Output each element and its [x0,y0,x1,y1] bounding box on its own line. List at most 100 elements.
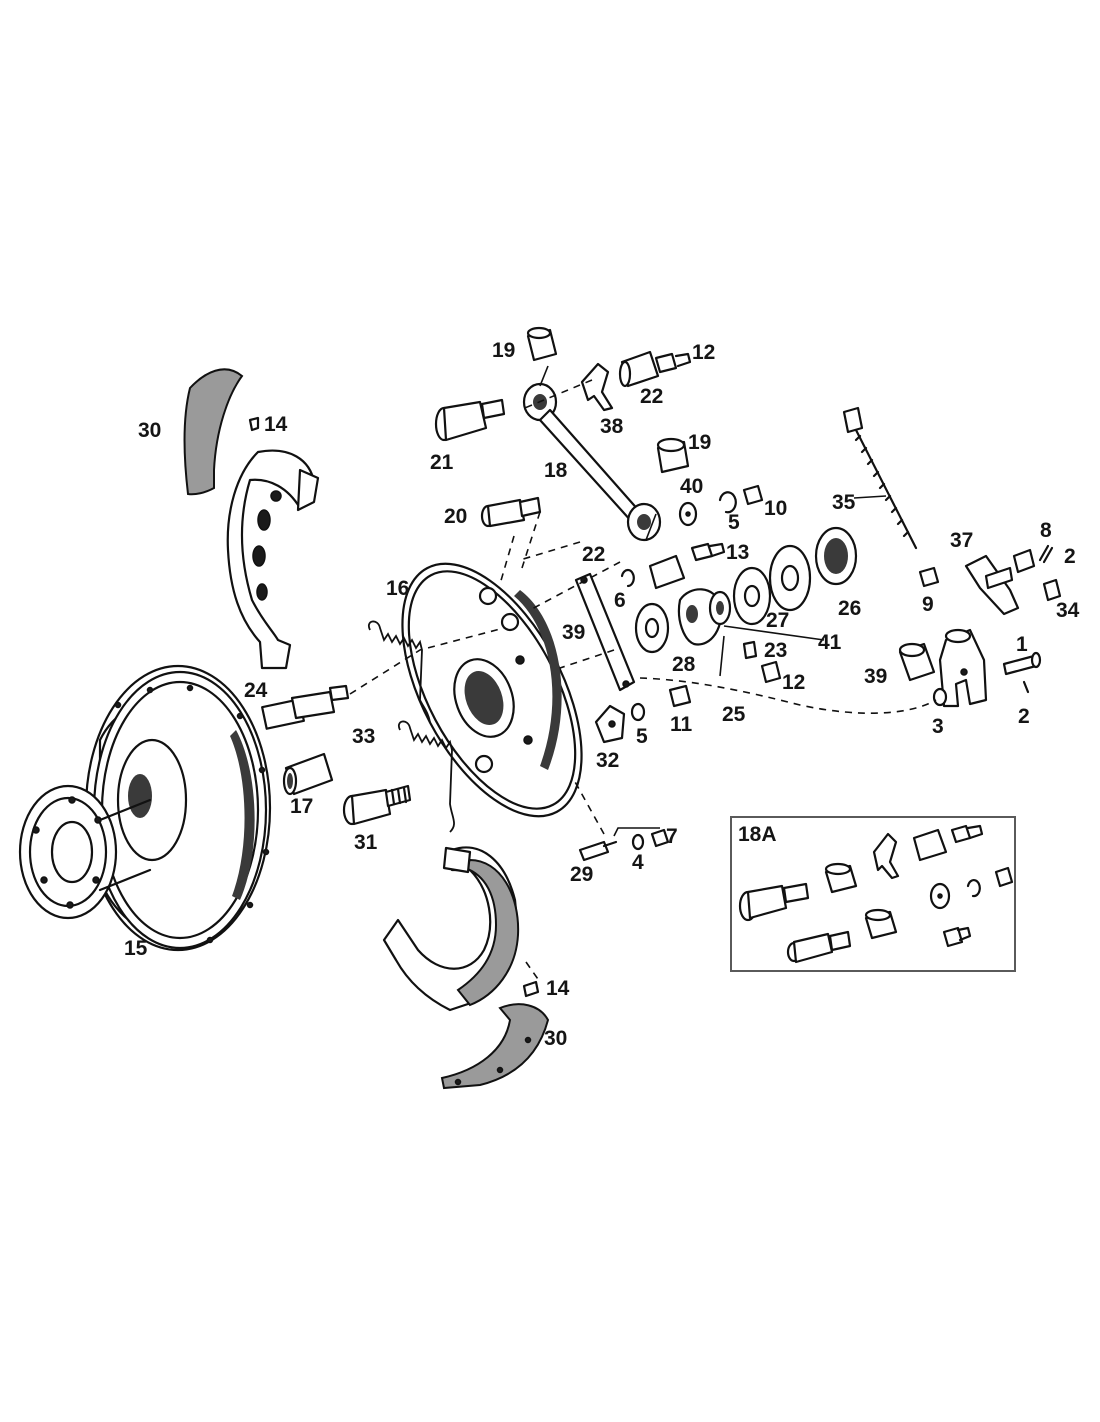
split-pin-2-lower [1022,680,1030,694]
callout-14: 14 [264,413,288,436]
callout-11: 11 [670,713,693,736]
callout-16: 16 [386,577,410,600]
callout-13: 13 [726,541,750,564]
split-pin-8 [1038,544,1054,564]
callout-38: 38 [600,415,624,438]
callout-23: 23 [764,639,788,662]
stud-29-set [578,828,670,862]
circlip-5-top [718,491,737,514]
nut-22-mid [648,554,686,590]
callout-3: 3 [932,715,944,738]
callout-4: 4 [632,851,644,874]
lower-brake-lining [440,1003,550,1090]
nut-39-right [898,642,936,682]
callout-40: 40 [680,475,704,498]
callout-17: 17 [290,795,314,818]
bush-19-mid [656,437,690,474]
inset-18a-parts [738,824,1014,964]
callout-30: 30 [138,419,162,442]
plate-38 [580,362,614,412]
pin-20 [480,496,542,528]
callout-5: 5 [636,725,648,748]
cam-25 [677,588,732,646]
nipple-12-lower [760,660,782,684]
nut-22-top [618,350,660,388]
callout-39: 39 [864,665,888,688]
callout-19: 19 [688,431,712,454]
callout-28: 28 [672,653,696,676]
bush-11 [668,684,692,708]
clevis-pin-1 [1002,651,1042,676]
callout-39: 39 [562,621,586,644]
callout-26: 26 [838,597,862,620]
inset-18a-frame [730,816,1016,972]
inset-label-18a: 18A [738,823,777,846]
callout-37: 37 [950,529,974,552]
callout-2: 2 [1018,705,1030,728]
washer-28 [634,602,670,654]
fork-37 [964,548,1036,616]
callout-20: 20 [444,505,468,528]
washer-3 [932,687,948,707]
callout-12: 12 [782,671,806,694]
callout-22: 22 [640,385,664,408]
callout-32: 32 [596,749,620,772]
washer-40 [678,501,698,527]
lower-brake-shoe [382,846,520,1012]
callout-19: 19 [492,339,516,362]
grease-nipple-12-top [654,352,692,374]
callout-7: 7 [666,825,678,848]
nut-10 [742,484,764,506]
callout-34: 34 [1056,599,1080,622]
callout-24: 24 [244,679,268,702]
callout-9: 9 [922,593,934,616]
callout-22: 22 [582,543,606,566]
callout-41: 41 [818,631,842,654]
circlip-6 [620,568,635,588]
brake-back-plate [401,562,583,818]
rod-35 [842,406,918,550]
anchor-pin [342,784,412,826]
upper-brake-lining [183,368,244,496]
pin-21 [434,398,506,442]
callout-27: 27 [766,609,790,632]
adjuster-wedge [261,684,350,730]
grease-nipple-13 [690,542,726,562]
nut-9 [918,566,940,588]
callout-12: 12 [692,341,716,364]
plate-27 [732,566,772,626]
assembly-lines [349,365,937,983]
callout-33: 33 [352,725,376,748]
callout-31: 31 [354,831,378,854]
callout-10: 10 [764,497,788,520]
callout-5: 5 [728,511,740,534]
callout-21: 21 [430,451,454,474]
rivet-14-upper [248,416,260,432]
lever-39 [574,572,636,692]
callout-2: 2 [1064,545,1076,568]
callout-15: 15 [124,937,148,960]
cover-26 [814,526,858,586]
plate-26-outer [768,544,812,612]
bush-19-top [526,326,558,362]
rivet-14-lower [522,980,540,998]
callout-8: 8 [1040,519,1052,542]
callout-30: 30 [544,1027,568,1050]
callout-6: 6 [614,589,626,612]
circlip-5-lower [630,702,646,722]
clevis-fork [938,628,988,708]
lever-arm-18 [522,382,662,542]
callout-18: 18 [544,459,568,482]
callout-35: 35 [832,491,856,514]
callout-25: 25 [722,703,746,726]
bracket-32 [594,704,626,744]
upper-brake-shoe [226,449,320,670]
nipple-23 [742,640,758,660]
brake-drum [18,664,272,952]
bush [282,752,334,796]
callout-14: 14 [546,977,570,1000]
callout-1: 1 [1016,633,1028,656]
pin-34 [1042,578,1062,602]
callout-29: 29 [570,863,594,886]
